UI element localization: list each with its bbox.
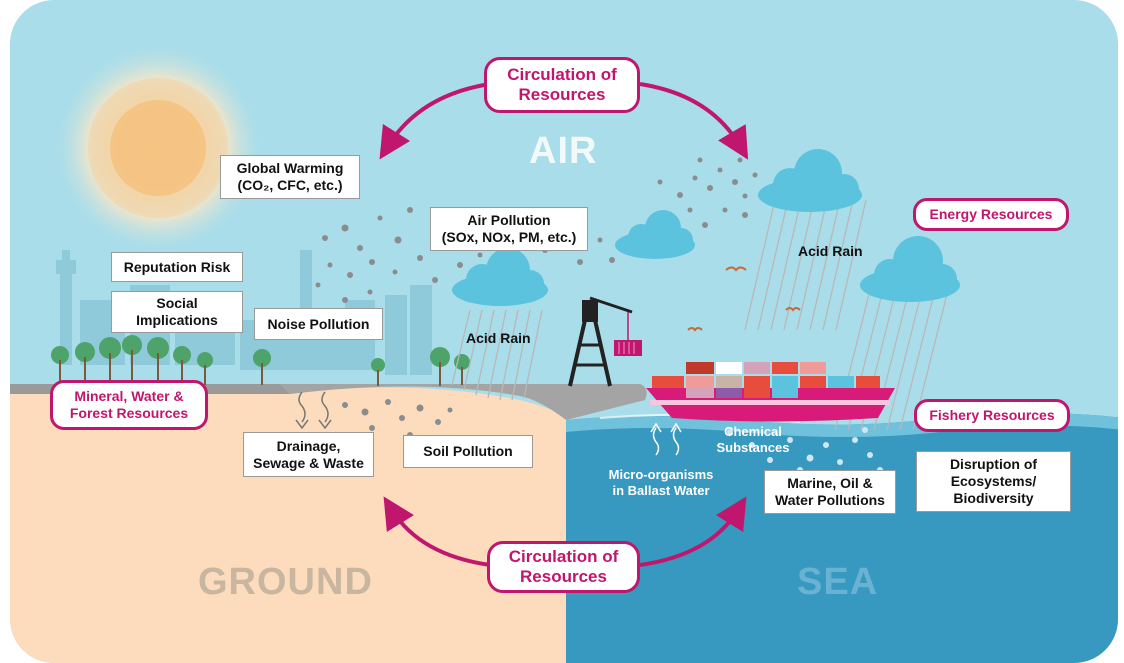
mineral-resources-label: Mineral, Water & Forest Resources bbox=[50, 380, 208, 430]
bird-icon bbox=[687, 266, 801, 332]
circulation-arrow-top-left bbox=[379, 82, 491, 160]
region-ground-label: GROUND bbox=[198, 561, 373, 603]
fishery-resources-label: Fishery Resources bbox=[914, 399, 1070, 432]
region-sea-label: SEA bbox=[797, 561, 879, 603]
ecosystems-box: Disruption of Ecosystems/ Biodiversity bbox=[916, 451, 1071, 512]
marine-pollutions-box: Marine, Oil & Water Pollutions bbox=[764, 470, 896, 514]
acid-rain-left-label: Acid Rain bbox=[466, 330, 531, 346]
micro-organisms-label: Micro-organisms in Ballast Water bbox=[608, 467, 714, 498]
social-implications-box: Social Implications bbox=[111, 291, 243, 333]
circulation-bottom-label: Circulation of Resources bbox=[487, 541, 640, 593]
soil-pollution-box: Soil Pollution bbox=[403, 435, 533, 468]
micro-organism-arrow-icon bbox=[650, 422, 682, 456]
cargo-ship-icon bbox=[646, 362, 895, 422]
circulation-arrow-bottom-left bbox=[383, 496, 491, 567]
cloud-icon bbox=[452, 149, 960, 306]
reputation-risk-box: Reputation Risk bbox=[111, 252, 243, 282]
energy-resources-label: Energy Resources bbox=[913, 198, 1069, 231]
acid-rain-right-label: Acid Rain bbox=[798, 243, 863, 259]
region-air-label: AIR bbox=[529, 130, 598, 172]
chemical-substances-label: Chemical Substances bbox=[716, 424, 790, 455]
noise-pollution-box: Noise Pollution bbox=[254, 308, 383, 340]
pollution-particles bbox=[315, 157, 758, 303]
global-warming-box: Global Warming (CO₂, CFC, etc.) bbox=[220, 155, 360, 199]
circulation-top-label: Circulation of Resources bbox=[484, 57, 640, 113]
crane-icon bbox=[568, 296, 642, 387]
trees bbox=[51, 335, 470, 386]
drainage-box: Drainage, Sewage & Waste bbox=[243, 432, 374, 477]
circulation-arrow-bottom-right bbox=[639, 496, 747, 567]
air-pollution-box: Air Pollution (SOx, NOx, PM, etc.) bbox=[430, 207, 588, 251]
drainage-arrow-icon bbox=[295, 391, 332, 430]
circulation-arrow-top-right bbox=[639, 82, 749, 160]
